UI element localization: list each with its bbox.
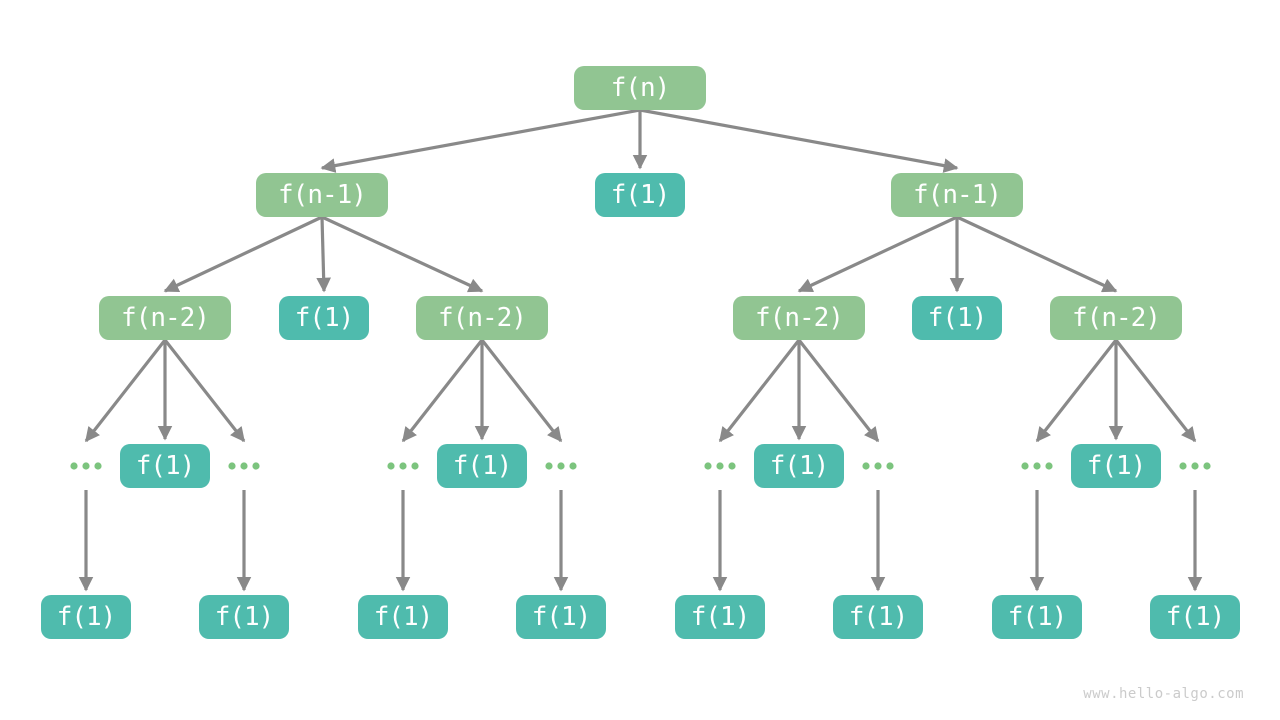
base-case-node-b5: f(1) xyxy=(675,595,765,639)
base-case-node-b3: f(1) xyxy=(358,595,448,639)
base-case-node-b8: f(1) xyxy=(1150,595,1240,639)
call-node-n1l: f(n-1) xyxy=(256,173,388,217)
tree-edge xyxy=(163,339,246,443)
tree-edge xyxy=(84,339,167,443)
tree-edge xyxy=(797,215,958,293)
base-case-node-m2: f(1) xyxy=(437,444,527,488)
ellipsis-dots xyxy=(387,462,419,470)
tree-edge xyxy=(797,339,880,443)
tree-edge xyxy=(639,108,959,173)
call-node-n2f: f(n-2) xyxy=(1050,296,1182,340)
tree-edge xyxy=(321,215,484,293)
watermark: www.hello-algo.com xyxy=(1083,686,1244,702)
ellipsis-dots xyxy=(545,462,577,470)
ellipsis-dots xyxy=(70,462,102,470)
tree-edge xyxy=(163,215,323,293)
base-case-node-b1: f(1) xyxy=(41,595,131,639)
tree-edge xyxy=(1035,339,1118,443)
base-case-node-b2: f(1) xyxy=(199,595,289,639)
ellipsis-dots xyxy=(1021,462,1053,470)
base-case-node-b6: f(1) xyxy=(833,595,923,639)
ellipsis-dots xyxy=(228,462,260,470)
base-case-node-b4: f(1) xyxy=(516,595,606,639)
call-node-root: f(n) xyxy=(574,66,706,110)
tree-edge xyxy=(956,215,1118,293)
tree-edge xyxy=(480,339,563,443)
base-case-node-m1: f(1) xyxy=(120,444,210,488)
base-case-node-n2b: f(1) xyxy=(279,296,369,340)
ellipsis-dots xyxy=(862,462,894,470)
tree-edge xyxy=(718,339,801,443)
call-node-n2a: f(n-2) xyxy=(99,296,231,340)
base-case-node-m4: f(1) xyxy=(1071,444,1161,488)
call-node-n2d: f(n-2) xyxy=(733,296,865,340)
base-case-node-m3: f(1) xyxy=(754,444,844,488)
tree-edge xyxy=(401,339,484,443)
tree-edge xyxy=(320,108,641,173)
base-case-node-b7: f(1) xyxy=(992,595,1082,639)
ellipsis-dots xyxy=(704,462,736,470)
call-node-n1r: f(n-1) xyxy=(891,173,1023,217)
ellipsis-dots xyxy=(1179,462,1211,470)
tree-edge xyxy=(316,216,331,293)
base-case-node-n1c: f(1) xyxy=(595,173,685,217)
call-node-n2c: f(n-2) xyxy=(416,296,548,340)
base-case-node-n2e: f(1) xyxy=(912,296,1002,340)
tree-edge xyxy=(1114,339,1197,443)
